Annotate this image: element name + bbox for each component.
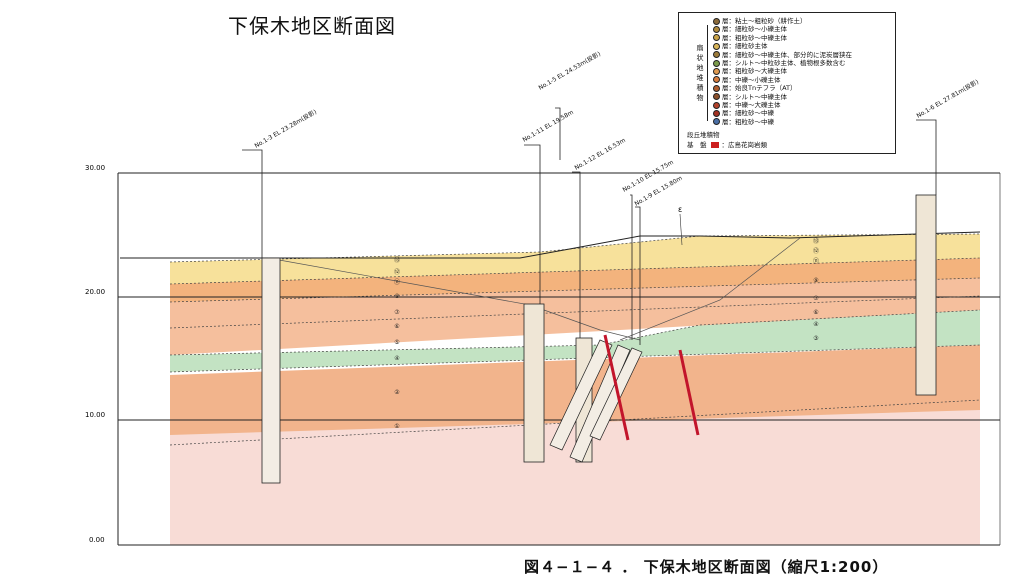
layer-marker: ⑦ <box>813 295 819 302</box>
projected-surface-right <box>619 237 801 341</box>
legend-item: 層：粗粒砂～大礫主体 <box>713 67 852 75</box>
base-swatch <box>710 142 719 148</box>
borehole-label: No.1-6 EL 27.81m(投影) <box>915 78 980 120</box>
legend-item: 層：粗粒砂～中礫主体 <box>713 34 852 42</box>
legend-item: 層：細粒砂～小礫主体 <box>713 25 852 33</box>
legend-box: 扇 状 地 堆 積 物 層：粘土～粗粒砂（耕作土）層：細粒砂～小礫主体層：粗粒砂… <box>678 12 896 154</box>
y-tick-label: 30.00 <box>85 164 105 172</box>
projected-surface <box>267 257 641 341</box>
diagram-title: 下保木地区断面図 <box>228 14 396 38</box>
legend-list: 層：粘土～粗粒砂（耕作土）層：細粒砂～小礫主体層：粗粒砂～中礫主体層：細粒砂主体… <box>713 17 852 126</box>
layer-marker: ⑥ <box>394 323 399 330</box>
legend-item-text: 層：粘土～粗粒砂（耕作土） <box>722 17 807 25</box>
layer-marker: ⑥ <box>813 309 818 316</box>
layer-marker: ① <box>394 423 399 430</box>
y-axis-labels: 30.00 20.00 10.00 0.00 <box>85 164 105 544</box>
layer-marker: ⑬ <box>813 237 819 245</box>
layer-marker: ⑦ <box>394 309 400 316</box>
legend-marker-icon <box>713 59 720 67</box>
basement-line <box>603 334 630 441</box>
annotation-leader <box>679 213 683 246</box>
legend-marker-icon <box>713 84 720 92</box>
legend-item-text: 層：始良Tnテフラ（AT） <box>722 84 797 93</box>
legend-item: 層：粘土～粗粒砂（耕作土） <box>713 17 852 25</box>
legend-item: 層：中礫～大礫主体 <box>713 101 852 109</box>
layer-markers-left: ⑬ ⑫ ⑪ ⑨ ⑦ ⑥ ⑤ ④ ② ① <box>394 256 400 430</box>
legend-item-text: 層：中礫～大礫主体 <box>722 100 781 109</box>
annotation-mark: ε <box>678 205 682 214</box>
layer-marker: ② <box>394 389 400 396</box>
borehole-columns <box>261 194 937 484</box>
legend-marker-icon <box>713 17 720 25</box>
legend-marker-icon <box>713 26 720 34</box>
legend-item-text: 層：シルト～中粒砂主体、植物根多数含む <box>722 58 846 67</box>
band-yellow <box>170 234 980 284</box>
legend-terrace: 段丘堆積物 <box>687 131 720 139</box>
band-green <box>170 310 980 372</box>
legend-item: 層：細粒砂～中礫 <box>713 109 852 117</box>
legend-item-text: 層：粗粒砂～中礫 <box>722 117 774 126</box>
borehole-label: No.1-11 EL 19.58m <box>522 109 575 144</box>
legend-item: 層：始良Tnテフラ（AT） <box>713 84 852 92</box>
legend-marker-icon <box>713 93 720 101</box>
layer-marker: ⑫ <box>813 247 819 255</box>
borehole-column <box>261 257 281 484</box>
strata-bands <box>170 234 980 545</box>
legend-marker-icon <box>713 101 720 109</box>
layer-marker: ④ <box>813 321 818 328</box>
band-orange-deep <box>170 345 980 435</box>
layer-marker: ⑪ <box>394 278 400 286</box>
figure-caption: 図４−１−４ ． 下保木地区断面図（縮尺1:200） <box>524 558 889 576</box>
legend-item: 層：細粒砂～中礫主体、部分的に泥炭層狭在 <box>713 51 852 59</box>
layer-marker: ⑨ <box>394 293 399 300</box>
legend-marker-icon <box>713 118 720 126</box>
legend-item: 層：シルト～中礫主体 <box>713 93 852 101</box>
layer-markers-right: ⑬ ⑫ ⑪ ⑨ ⑦ ⑥ ④ ③ <box>813 237 819 342</box>
borehole-label: No.1-3 EL 23.28m(投影) <box>253 108 318 150</box>
y-tick-label: 10.00 <box>85 411 105 419</box>
borehole-column <box>915 194 937 396</box>
borehole-label: No.1-5 EL 24.53m(投影) <box>537 50 602 92</box>
borehole-label: No.1-12 EL 16.53m <box>574 137 627 172</box>
legend-marker-icon <box>713 109 720 117</box>
legend-item-text: 層：粗粒砂～大礫主体 <box>722 67 787 76</box>
legend-item-text: 層：中礫～小礫主体 <box>722 75 781 84</box>
ground-surface <box>120 231 981 259</box>
layer-marker: ⑨ <box>813 277 818 284</box>
legend-marker-icon <box>713 68 720 76</box>
legend-marker-icon <box>713 42 720 50</box>
layer-marker: ⑪ <box>813 257 819 265</box>
legend-item-text: 層：シルト～中礫主体 <box>722 92 787 101</box>
borehole-column <box>523 303 545 463</box>
legend-marker-icon <box>713 51 720 59</box>
legend-bracket <box>707 25 712 121</box>
band-pink-lower <box>170 400 980 545</box>
legend-item-text: 層：細粒砂～中礫主体、部分的に泥炭層狭在 <box>722 50 852 59</box>
legend-item-text: 層：細粒砂～小礫主体 <box>722 25 787 34</box>
y-tick-label: 0.00 <box>89 536 105 544</box>
borehole-leaders <box>242 107 937 345</box>
legend-base: 基 盤：広島花崗岩類 <box>687 141 767 149</box>
legend-marker-icon <box>713 76 720 84</box>
layer-marker: ③ <box>813 335 818 342</box>
legend-item: 層：細粒砂主体 <box>713 42 852 50</box>
inclined-borehole <box>589 347 643 441</box>
legend-item-text: 層：粗粒砂～中礫主体 <box>722 33 787 42</box>
layer-marker: ⑤ <box>394 339 399 346</box>
legend-item-text: 層：細粒砂主体 <box>722 42 768 51</box>
legend-side-caption: 扇 状 地 堆 積 物 <box>696 44 704 102</box>
legend-item: 層：粗粒砂～中礫 <box>713 118 852 126</box>
y-tick-label: 20.00 <box>85 288 105 296</box>
legend-marker-icon <box>713 34 720 42</box>
legend-item: 層：中礫～小礫主体 <box>713 76 852 84</box>
layer-marker: ⑬ <box>394 256 400 264</box>
band-orange-mid <box>170 258 980 302</box>
layer-marker: ⑫ <box>394 268 400 276</box>
legend-item: 層：シルト～中粒砂主体、植物根多数含む <box>713 59 852 67</box>
layer-marker: ④ <box>394 355 399 362</box>
legend-item-text: 層：細粒砂～中礫 <box>722 109 774 118</box>
basement-line <box>678 349 700 436</box>
